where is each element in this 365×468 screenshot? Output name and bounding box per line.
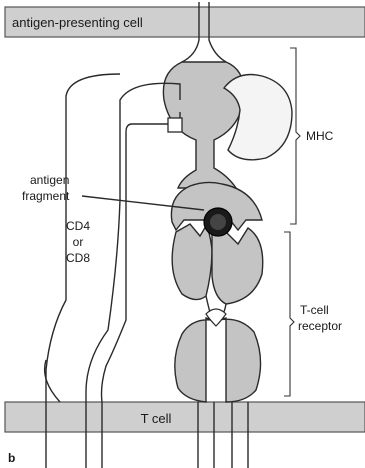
tcr-alpha-upper: [172, 224, 212, 300]
tcr-beta-upper: [212, 228, 263, 304]
cd-label-1: CD4: [66, 219, 90, 233]
apc-label: antigen-presenting cell: [12, 15, 143, 30]
cd-label-2: or: [73, 235, 84, 249]
tcr-label-1: T-cell: [300, 303, 329, 317]
tcr-beta-lower: [218, 318, 261, 402]
antigen-fragment-core: [210, 214, 226, 230]
tcr-label-2: receptor: [298, 319, 342, 333]
tcr-bracket: [284, 232, 294, 396]
tcell-label: T cell: [141, 411, 172, 426]
cd-label-3: CD8: [66, 251, 90, 265]
tcr-hinge-notch: [206, 309, 226, 326]
tcr-alpha-lower: [175, 318, 212, 402]
mhc-label: MHC: [306, 129, 334, 143]
mhc-bracket: [290, 48, 300, 224]
coreceptor-contact-notch: [168, 118, 182, 132]
antigen-label-1: antigen: [30, 173, 69, 187]
panel-letter: b: [8, 451, 15, 465]
tcell-membrane: [5, 402, 365, 432]
antigen-label-2: fragment: [22, 189, 70, 203]
